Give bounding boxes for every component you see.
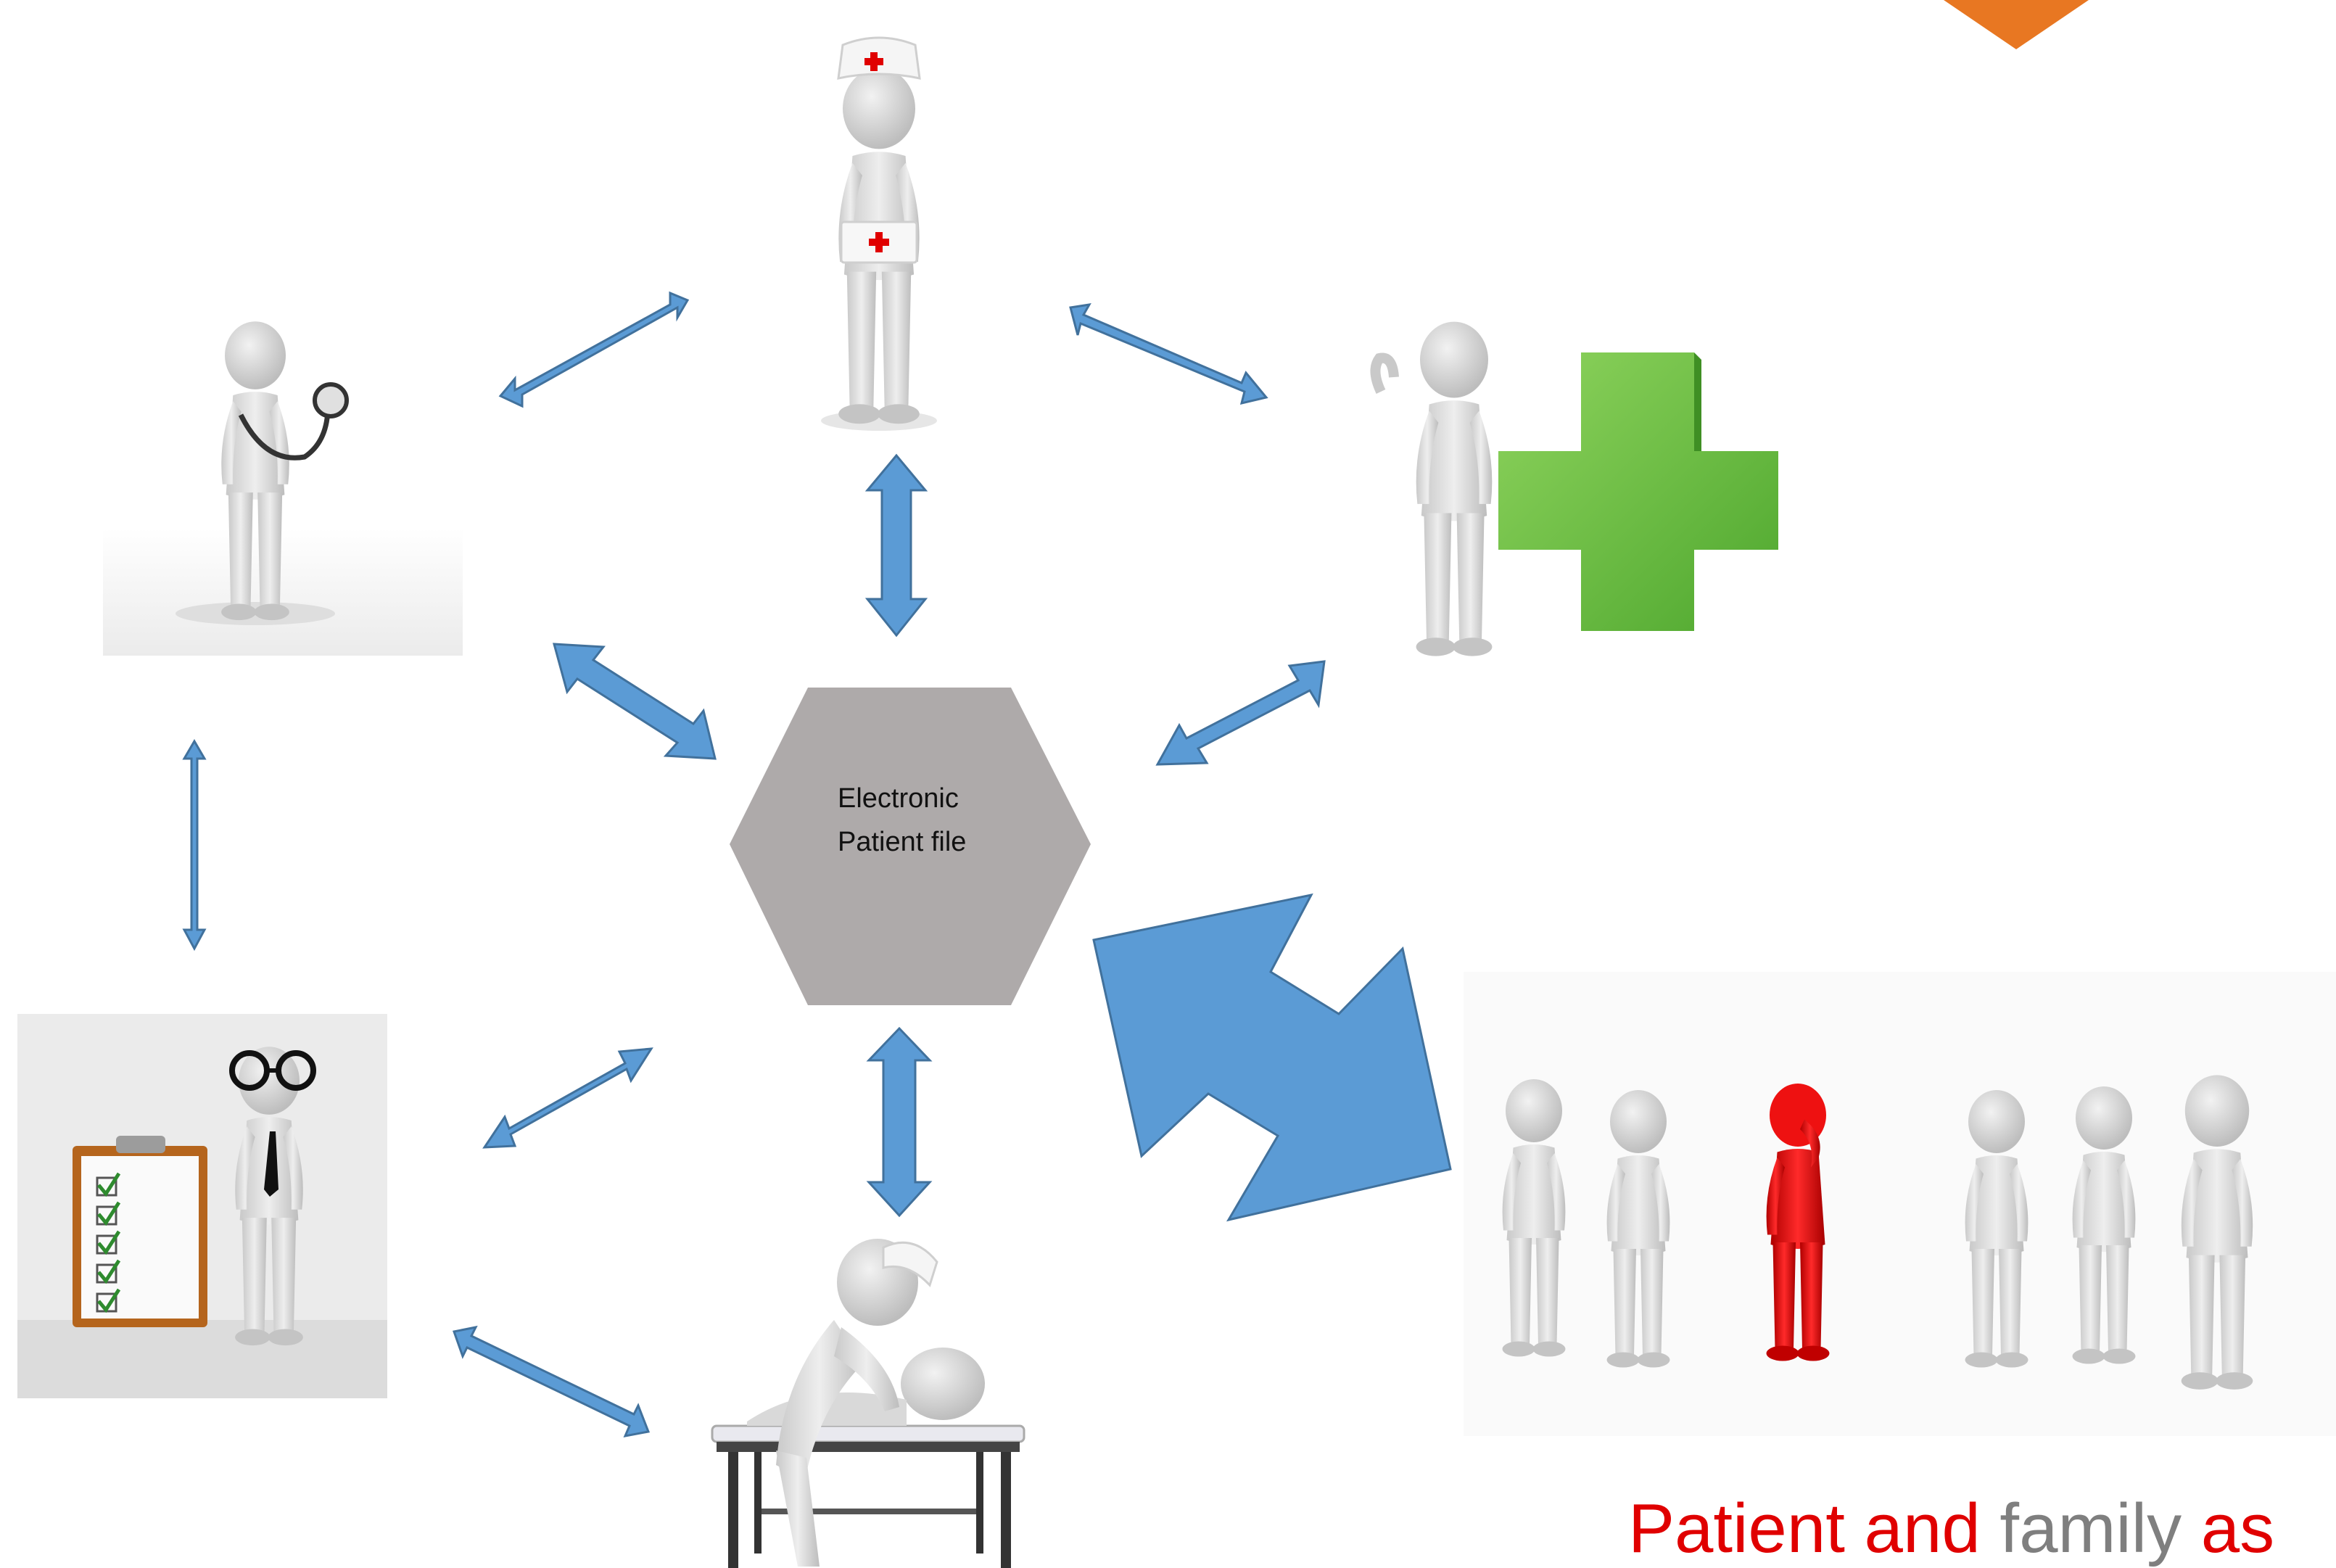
arrow-physio-center — [866, 1026, 933, 1218]
center-node-electronic-patient-file: Electronic Patient file — [730, 688, 1091, 1005]
caption-segment-as: as — [2200, 1490, 2275, 1567]
arrow-doctor-nurse — [498, 291, 690, 408]
center-node-label-line2: Patient file — [838, 827, 966, 857]
arrow-doctor-admin — [182, 739, 207, 952]
arrow-nurse-pharmacist — [1069, 303, 1268, 405]
patient-family-group-icon — [1464, 972, 2336, 1436]
orange-corner-accent — [1944, 0, 2089, 49]
center-node-label-line1: Electronic — [838, 783, 959, 814]
arrow-admin-center — [482, 1047, 653, 1149]
checklist-figure-icon — [17, 1014, 387, 1398]
green-plus-figure-icon — [1370, 321, 1820, 711]
nurse-icon — [821, 36, 937, 431]
arrow-nurse-center — [864, 453, 928, 637]
arrow-pharmacist-center — [1155, 660, 1326, 766]
connector-arrows — [182, 291, 1452, 1437]
massage-table-figure-icon — [711, 1239, 1025, 1568]
doctor-stethoscope-icon — [103, 321, 463, 656]
patient-family-caption: Patient and family as — [1628, 1494, 2274, 1564]
caption-segment-and: and — [1864, 1490, 2000, 1567]
arrow-doctor-center — [553, 643, 717, 760]
caption-segment-patient: Patient — [1628, 1490, 1865, 1567]
arrow-admin-physio — [453, 1325, 651, 1437]
arrow-center-patient-family — [1092, 893, 1452, 1222]
caption-segment-family: family — [1999, 1490, 2201, 1567]
